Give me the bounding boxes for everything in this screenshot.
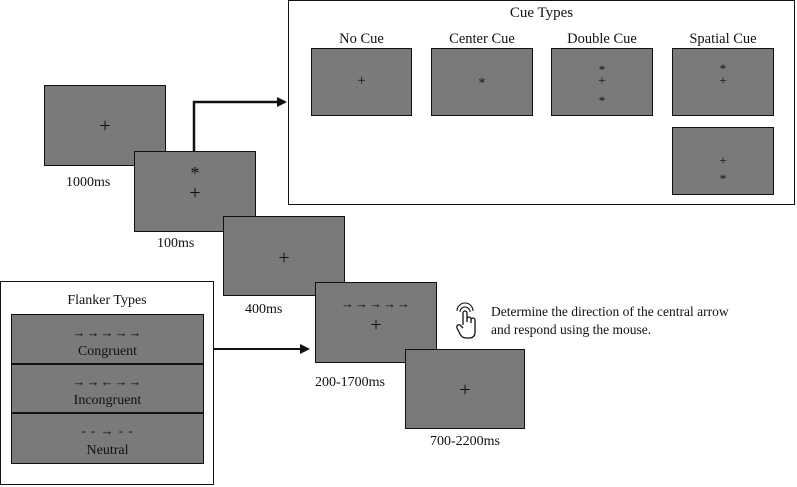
incongruent-row: →→←→→ Incongruent: [11, 364, 204, 413]
center-cue-label: Center Cue: [449, 31, 515, 47]
spatial-cue-bottom-fixation: +: [719, 154, 727, 169]
instruction-line-2: and respond using the mouse.: [491, 322, 652, 337]
iti-screen: +: [405, 349, 525, 429]
flanker-types-title: Flanker Types: [67, 293, 147, 308]
target-arrows: →→→→→: [341, 296, 411, 311]
post-cue-duration: 400ms: [245, 302, 283, 317]
target-screen: →→→→→ +: [315, 282, 437, 363]
spatial-cue-label: Spatial Cue: [689, 31, 757, 47]
post-cue-fixation-cross: +: [278, 247, 290, 269]
neutral-row: - - → - - Neutral: [11, 413, 204, 464]
congruent-row: →→→→→ Congruent: [11, 314, 204, 364]
no-cue-screen: +: [311, 48, 412, 116]
spatial-cue-top-fixation: +: [719, 74, 727, 89]
incongruent-label: Incongruent: [73, 393, 142, 408]
double-cue-bottom-asterisk: *: [598, 93, 606, 108]
center-cue-screen: *: [431, 48, 533, 116]
cue-types-arrow: [192, 97, 287, 152]
cue-duration: 100ms: [157, 236, 195, 251]
no-cue-label: No Cue: [339, 31, 384, 47]
cue-types-panel: Cue Types No Cue + Center Cue * Double C…: [288, 0, 795, 205]
congruent-label: Congruent: [77, 344, 138, 359]
instruction-line-1: Determine the direction of the central a…: [491, 304, 729, 319]
cue-fixation-cross: +: [189, 182, 201, 204]
target-duration: 200-1700ms: [315, 375, 385, 390]
target-fixation-cross: +: [370, 314, 382, 336]
spatial-cue-screen-bottom: + *: [672, 127, 774, 195]
neutral-arrows: - - → - -: [81, 423, 134, 438]
spatial-cue-top-asterisk: *: [719, 61, 727, 76]
center-cue-asterisk: *: [478, 76, 486, 91]
congruent-arrows: →→→→→: [72, 325, 143, 340]
cue-asterisk: *: [190, 163, 200, 183]
neutral-label: Neutral: [86, 443, 129, 458]
no-cue-fixation: +: [357, 73, 366, 89]
double-cue-top-asterisk: *: [598, 62, 606, 77]
fixation-cross: +: [99, 115, 111, 137]
double-cue-screen: * + *: [551, 48, 653, 116]
double-cue-fixation: +: [598, 74, 606, 89]
fixation-duration: 1000ms: [66, 175, 111, 190]
spatial-cue-screen-top: * +: [672, 48, 774, 116]
spatial-cue-bottom-asterisk: *: [719, 171, 727, 186]
cue-types-title: Cue Types: [509, 5, 574, 21]
iti-duration: 700-2200ms: [430, 434, 500, 449]
double-cue-label: Double Cue: [567, 31, 637, 47]
iti-fixation-cross: +: [459, 379, 471, 401]
flanker-types-panel: Flanker Types →→→→→ Congruent →→←→→ Inco…: [0, 281, 214, 485]
incongruent-arrows: →→←→→: [72, 374, 143, 389]
